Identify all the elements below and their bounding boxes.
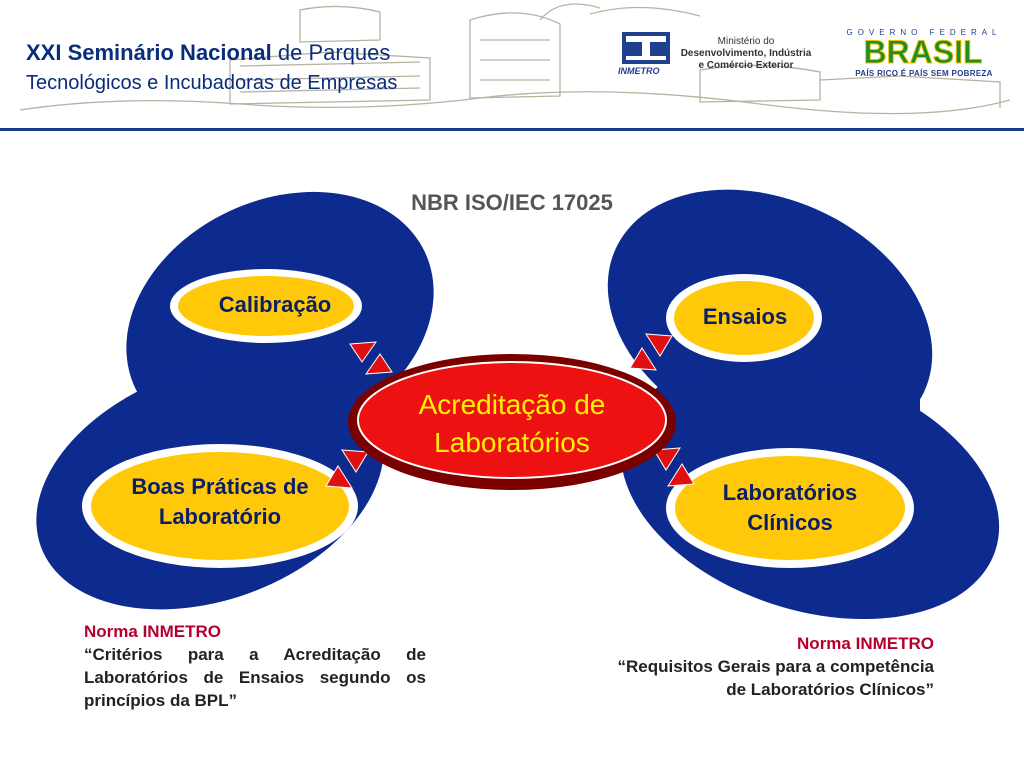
note-left: Norma INMETRO “Critérios para a Acredita…: [84, 620, 426, 712]
note-left-body: “Critérios para a Acreditação de Laborat…: [84, 645, 426, 710]
diagram-title: NBR ISO/IEC 17025: [411, 190, 613, 215]
inmetro-label: INMETRO: [618, 66, 660, 76]
node-calibracao: [170, 269, 362, 343]
node-laboratorios-clinicos: [666, 448, 914, 568]
inmetro-logo: [622, 32, 670, 64]
label-calibracao: Calibração: [218, 292, 332, 317]
label-boas-praticas: Boas Práticas de Laboratório: [131, 474, 309, 529]
ministry-line-3: e Comércio Exterior: [698, 60, 794, 71]
node-ensaios: [666, 274, 822, 362]
seminar-title-rest: de Parques: [277, 40, 391, 65]
header-banner: XXI Seminário Nacional de Parques Tecnol…: [0, 0, 1024, 132]
note-right: Norma INMETRO “Requisitos Gerais para a …: [600, 632, 934, 701]
seminar-title: XXI Seminário Nacional de Parques: [26, 40, 390, 66]
brasil-logo-text: BRASIL: [863, 38, 982, 66]
node-boas-praticas: [82, 444, 358, 568]
seminar-title-bold: XXI Seminário Nacional: [26, 40, 272, 65]
note-right-title: Norma INMETRO: [797, 634, 934, 653]
label-acreditacao: Acreditação de Laboratórios: [418, 389, 606, 458]
seminar-subtitle: Tecnológicos e Incubadoras de Empresas: [26, 72, 398, 94]
ministry-line-1: Ministério do: [717, 36, 775, 47]
note-right-body: “Requisitos Gerais para a competência de…: [617, 657, 934, 699]
header-divider: [0, 128, 1024, 131]
arrow-boas-praticas: [325, 449, 369, 489]
brasil-logo: BRASIL: [846, 38, 1000, 66]
arrow-laboratorios-clinicos: [653, 447, 695, 487]
label-laboratorios-clinicos: Laboratórios Clínicos: [722, 480, 858, 535]
ministry-line-2: Desenvolvimento, Indústria: [680, 48, 812, 59]
ministry-logo-text: Ministério do Desenvolvimento, Indústria…: [676, 36, 816, 72]
center-node: [348, 354, 676, 490]
arrow-calibracao: [349, 341, 393, 375]
building-sketch-decoration: [19, 3, 1011, 115]
note-left-title: Norma INMETRO: [84, 622, 221, 641]
governo-federal-label: GOVERNO FEDERAL: [846, 28, 1002, 37]
government-slogan: PAÍS RICO É PAÍS SEM POBREZA: [855, 69, 993, 78]
label-ensaios: Ensaios: [702, 304, 788, 329]
arrow-ensaios: [629, 333, 673, 371]
